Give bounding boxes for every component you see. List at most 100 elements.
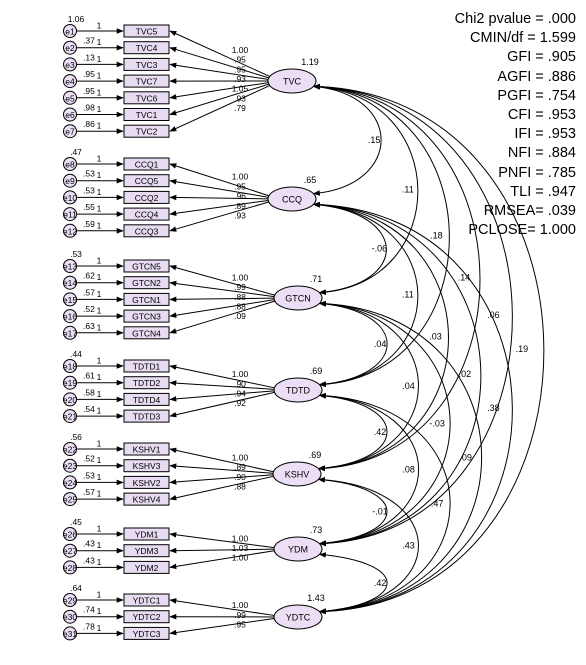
covariance-GTCN-YDM [318, 300, 451, 547]
indicator-box-YDTC3 [123, 626, 170, 640]
fit-index-7: NFI = .884 [507, 145, 576, 162]
covariance-CCQ-YDTC [312, 201, 513, 615]
covariance-label-TDTD-KSHV: .42 [374, 427, 387, 437]
loading-label-GTCN1: .88 [234, 292, 246, 302]
error-path-label-e11: 1 [97, 204, 102, 214]
error-term-label-e7: e7 [65, 127, 75, 137]
error-term-label-e17: e17 [63, 328, 77, 338]
error-variance-e23: .52 [83, 454, 95, 464]
error-term-label-e5: e5 [65, 93, 75, 103]
loading-arrow-YDM2 [169, 550, 275, 570]
loading-label-YDTC3: .95 [234, 620, 246, 630]
loading-arrow-KSHV1 [169, 447, 274, 473]
latent-factor-label-CCQ: CCQ [282, 195, 302, 205]
error-variance-e9: .53 [83, 169, 95, 179]
error-variance-e26: .45 [70, 517, 82, 527]
loading-arrow-YDM1 [169, 532, 275, 549]
loading-arrow-TVC2 [169, 85, 270, 132]
error-variance-e27: .43 [83, 539, 95, 549]
error-path-label-e7: 1 [97, 121, 102, 131]
error-path-label-e24: 1 [97, 472, 102, 482]
indicator-label-TVC6: TVC6 [136, 93, 158, 103]
error-term-label-e19: e19 [63, 378, 77, 388]
error-term-e31 [63, 626, 77, 641]
loading-label-TVC3: .95 [234, 64, 246, 74]
indicator-box-GTCN4 [123, 326, 170, 340]
error-path-label-e25: 1 [97, 489, 102, 499]
loading-label-CCQ2: .96 [234, 191, 246, 201]
indicator-box-TVC1 [123, 108, 170, 121]
error-term-e2 [63, 40, 77, 55]
covariance-label-CCQ-YDM: .02 [459, 369, 472, 379]
error-term-label-e14: e14 [63, 278, 77, 288]
latent-factor-TDTD [273, 377, 323, 403]
loading-arrow-CCQ4 [169, 199, 269, 217]
error-variance-e11: .55 [83, 202, 95, 212]
indicator-label-CCQ5: CCQ5 [135, 176, 159, 186]
indicator-box-KSHV4 [123, 492, 170, 506]
indicator-label-YDM3: YDM3 [135, 546, 159, 556]
loading-label-CCQ4: .89 [234, 201, 246, 211]
error-term-e30 [63, 609, 77, 624]
error-variance-e17: .63 [83, 321, 95, 331]
loading-arrow-GTCN3 [169, 299, 275, 318]
loading-label-KSHV3: .89 [234, 462, 246, 472]
error-variance-e7: .86 [83, 119, 95, 129]
error-path-label-e1: 1 [97, 21, 102, 31]
latent-factor-label-TDTD: TDTD [286, 386, 310, 396]
factor-variance-YDTC: 1.43 [307, 593, 325, 603]
factor-variance-GTCN: .71 [310, 274, 323, 284]
error-term-e12 [63, 223, 77, 238]
indicator-box-TVC3 [123, 57, 170, 71]
error-variance-e25: .57 [83, 487, 95, 497]
loading-arrow-GTCN2 [169, 280, 275, 298]
error-path-label-e30: 1 [97, 606, 102, 616]
error-variance-e5: .95 [83, 86, 95, 96]
error-term-label-e10: e10 [63, 193, 77, 203]
error-term-label-e31: e31 [63, 629, 77, 639]
indicator-box-GTCN5 [123, 259, 170, 273]
loading-label-CCQ3: .93 [234, 210, 246, 220]
error-path-label-e31: 1 [97, 623, 102, 633]
error-path-label-e20: 1 [97, 389, 102, 399]
error-variance-e1: 1.06 [68, 14, 85, 24]
error-term-label-e11: e11 [63, 210, 77, 220]
loading-label-TVC7: .93 [234, 74, 246, 84]
indicator-box-TDTD2 [123, 376, 170, 390]
loading-label-GTCN5: 1.00 [232, 272, 249, 282]
covariance-CCQ-KSHV [312, 201, 449, 472]
error-term-e23 [63, 458, 77, 473]
latent-factor-YDM [273, 536, 323, 562]
loading-arrow-TVC6 [169, 82, 269, 100]
latent-factor-CCQ [267, 186, 317, 212]
error-term-e28 [63, 560, 77, 575]
covariance-label-KSHV-YDTC: .43 [402, 541, 415, 551]
covariance-TVC-KSHV [312, 83, 481, 472]
loading-arrow-KSHV4 [169, 475, 274, 501]
loading-arrow-TVC1 [169, 83, 269, 116]
indicator-label-CCQ3: CCQ3 [135, 226, 159, 236]
error-term-e22 [63, 442, 77, 456]
error-term-label-e3: e3 [65, 60, 75, 70]
error-term-e6 [63, 107, 77, 122]
indicator-label-TDTD1: TDTD1 [133, 362, 161, 372]
error-term-label-e8: e8 [65, 160, 75, 170]
error-variance-e20: .58 [83, 387, 95, 397]
error-path-label-e17: 1 [97, 322, 102, 332]
indicator-label-KSHV4: KSHV4 [133, 495, 161, 505]
error-term-e27 [63, 543, 77, 558]
loading-label-YDM3: 1.03 [232, 543, 249, 553]
error-variance-e4: .95 [83, 69, 95, 79]
loading-label-CCQ1: 1.00 [232, 172, 249, 182]
indicator-label-GTCN3: GTCN3 [132, 312, 161, 322]
covariance-KSHV-YDM [317, 477, 388, 546]
loading-arrow-KSHV3 [169, 463, 274, 474]
loading-label-GTCN2: .99 [234, 282, 246, 292]
error-path-label-e18: 1 [97, 356, 102, 366]
loading-arrow-TDTD1 [169, 364, 275, 389]
error-term-e20 [63, 392, 77, 407]
error-path-label-e2: 1 [97, 37, 102, 47]
error-path-label-e4: 1 [97, 71, 102, 81]
loading-label-KSHV1: 1.00 [232, 453, 249, 463]
